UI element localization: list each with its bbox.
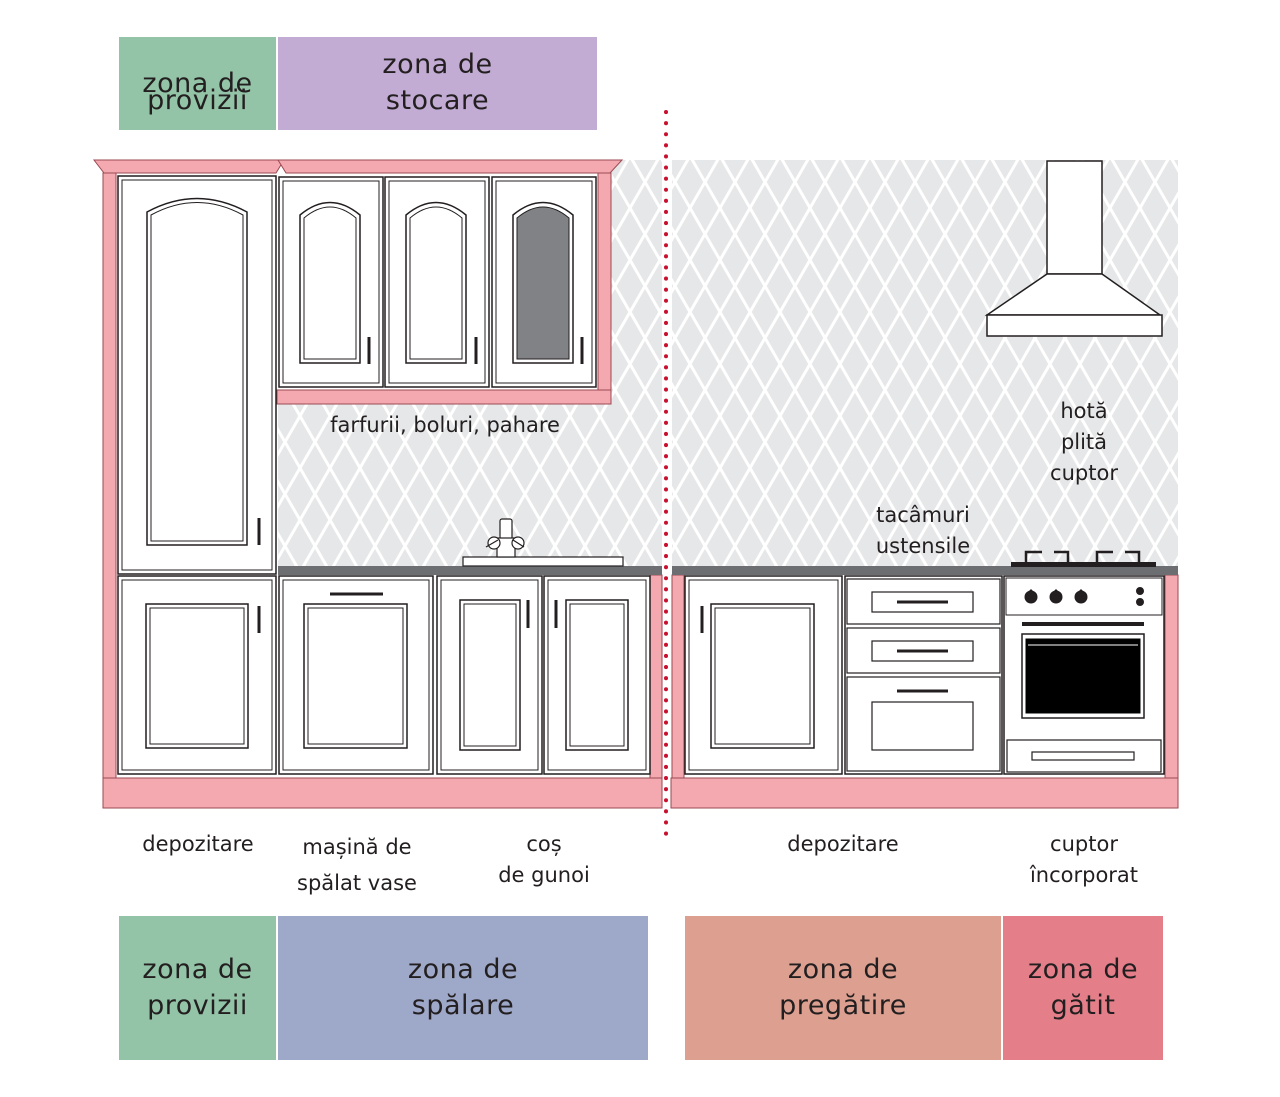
label-upper-cabinets: farfurii, boluri, pahare [330,413,560,437]
zone-box-bottom-pregatire: zona de pregătire [685,916,1001,1060]
tall-pantry-cabinet [117,175,277,575]
base-cabinet-storage-left [117,575,277,775]
countertop-right [672,566,1178,575]
trash-cabinet [436,575,651,775]
label-dishwasher: mașină de spălat vase [297,835,417,895]
zone-box-top-stocare [278,37,597,130]
label-base-right: depozitare [787,832,899,856]
zone-label-line1: zona de [407,954,519,985]
countertop-left [278,566,662,575]
label-base-left: depozitare [142,832,254,856]
oven-icon [1003,575,1165,775]
zone-label-line1: zona de [382,49,493,80]
zone-label-line2: provizii [147,990,248,1021]
label-trash: coș de gunoi [498,832,590,887]
cabinet-trim [92,159,1179,809]
zone-label-line2: spălare [411,990,515,1021]
zone-box-bottom-provizii: zona de provizii [119,916,276,1060]
stove-burners-icon [1011,550,1156,567]
zone-box-bottom-gatit: zona de gătit [1003,916,1163,1060]
zone-box-top-provizii: zona de [119,37,276,130]
zone-label-line1: zona de [787,954,899,985]
wall-tiles-under-cabinets [278,404,662,566]
zone-box-bottom-spalare: zona de spălare [278,916,648,1060]
base-cabinet-storage-right [684,575,843,775]
zone-label-line2: pregătire [779,990,907,1021]
zone-label-line2: provizii [147,85,248,116]
drawer-unit [844,575,1003,775]
zone-label-line1: zona de [1027,954,1139,985]
dishwasher-cabinet [278,575,434,775]
zone-label-line2: stocare [385,85,490,116]
range-hood-icon [984,160,1163,337]
label-oven: cuptor încorporat [1029,832,1139,887]
zone-label-line1: zona de [142,954,253,985]
zone-label-line1: zona de [142,67,253,99]
zone-label-line2: gătit [1050,990,1116,1021]
sink-icon [462,556,624,567]
faucet-icon [485,518,525,558]
label-cooking-top: hotă plită cuptor [1050,399,1118,485]
label-drawers: tacâmuri ustensile [875,503,971,558]
upper-cabinets [278,176,597,388]
